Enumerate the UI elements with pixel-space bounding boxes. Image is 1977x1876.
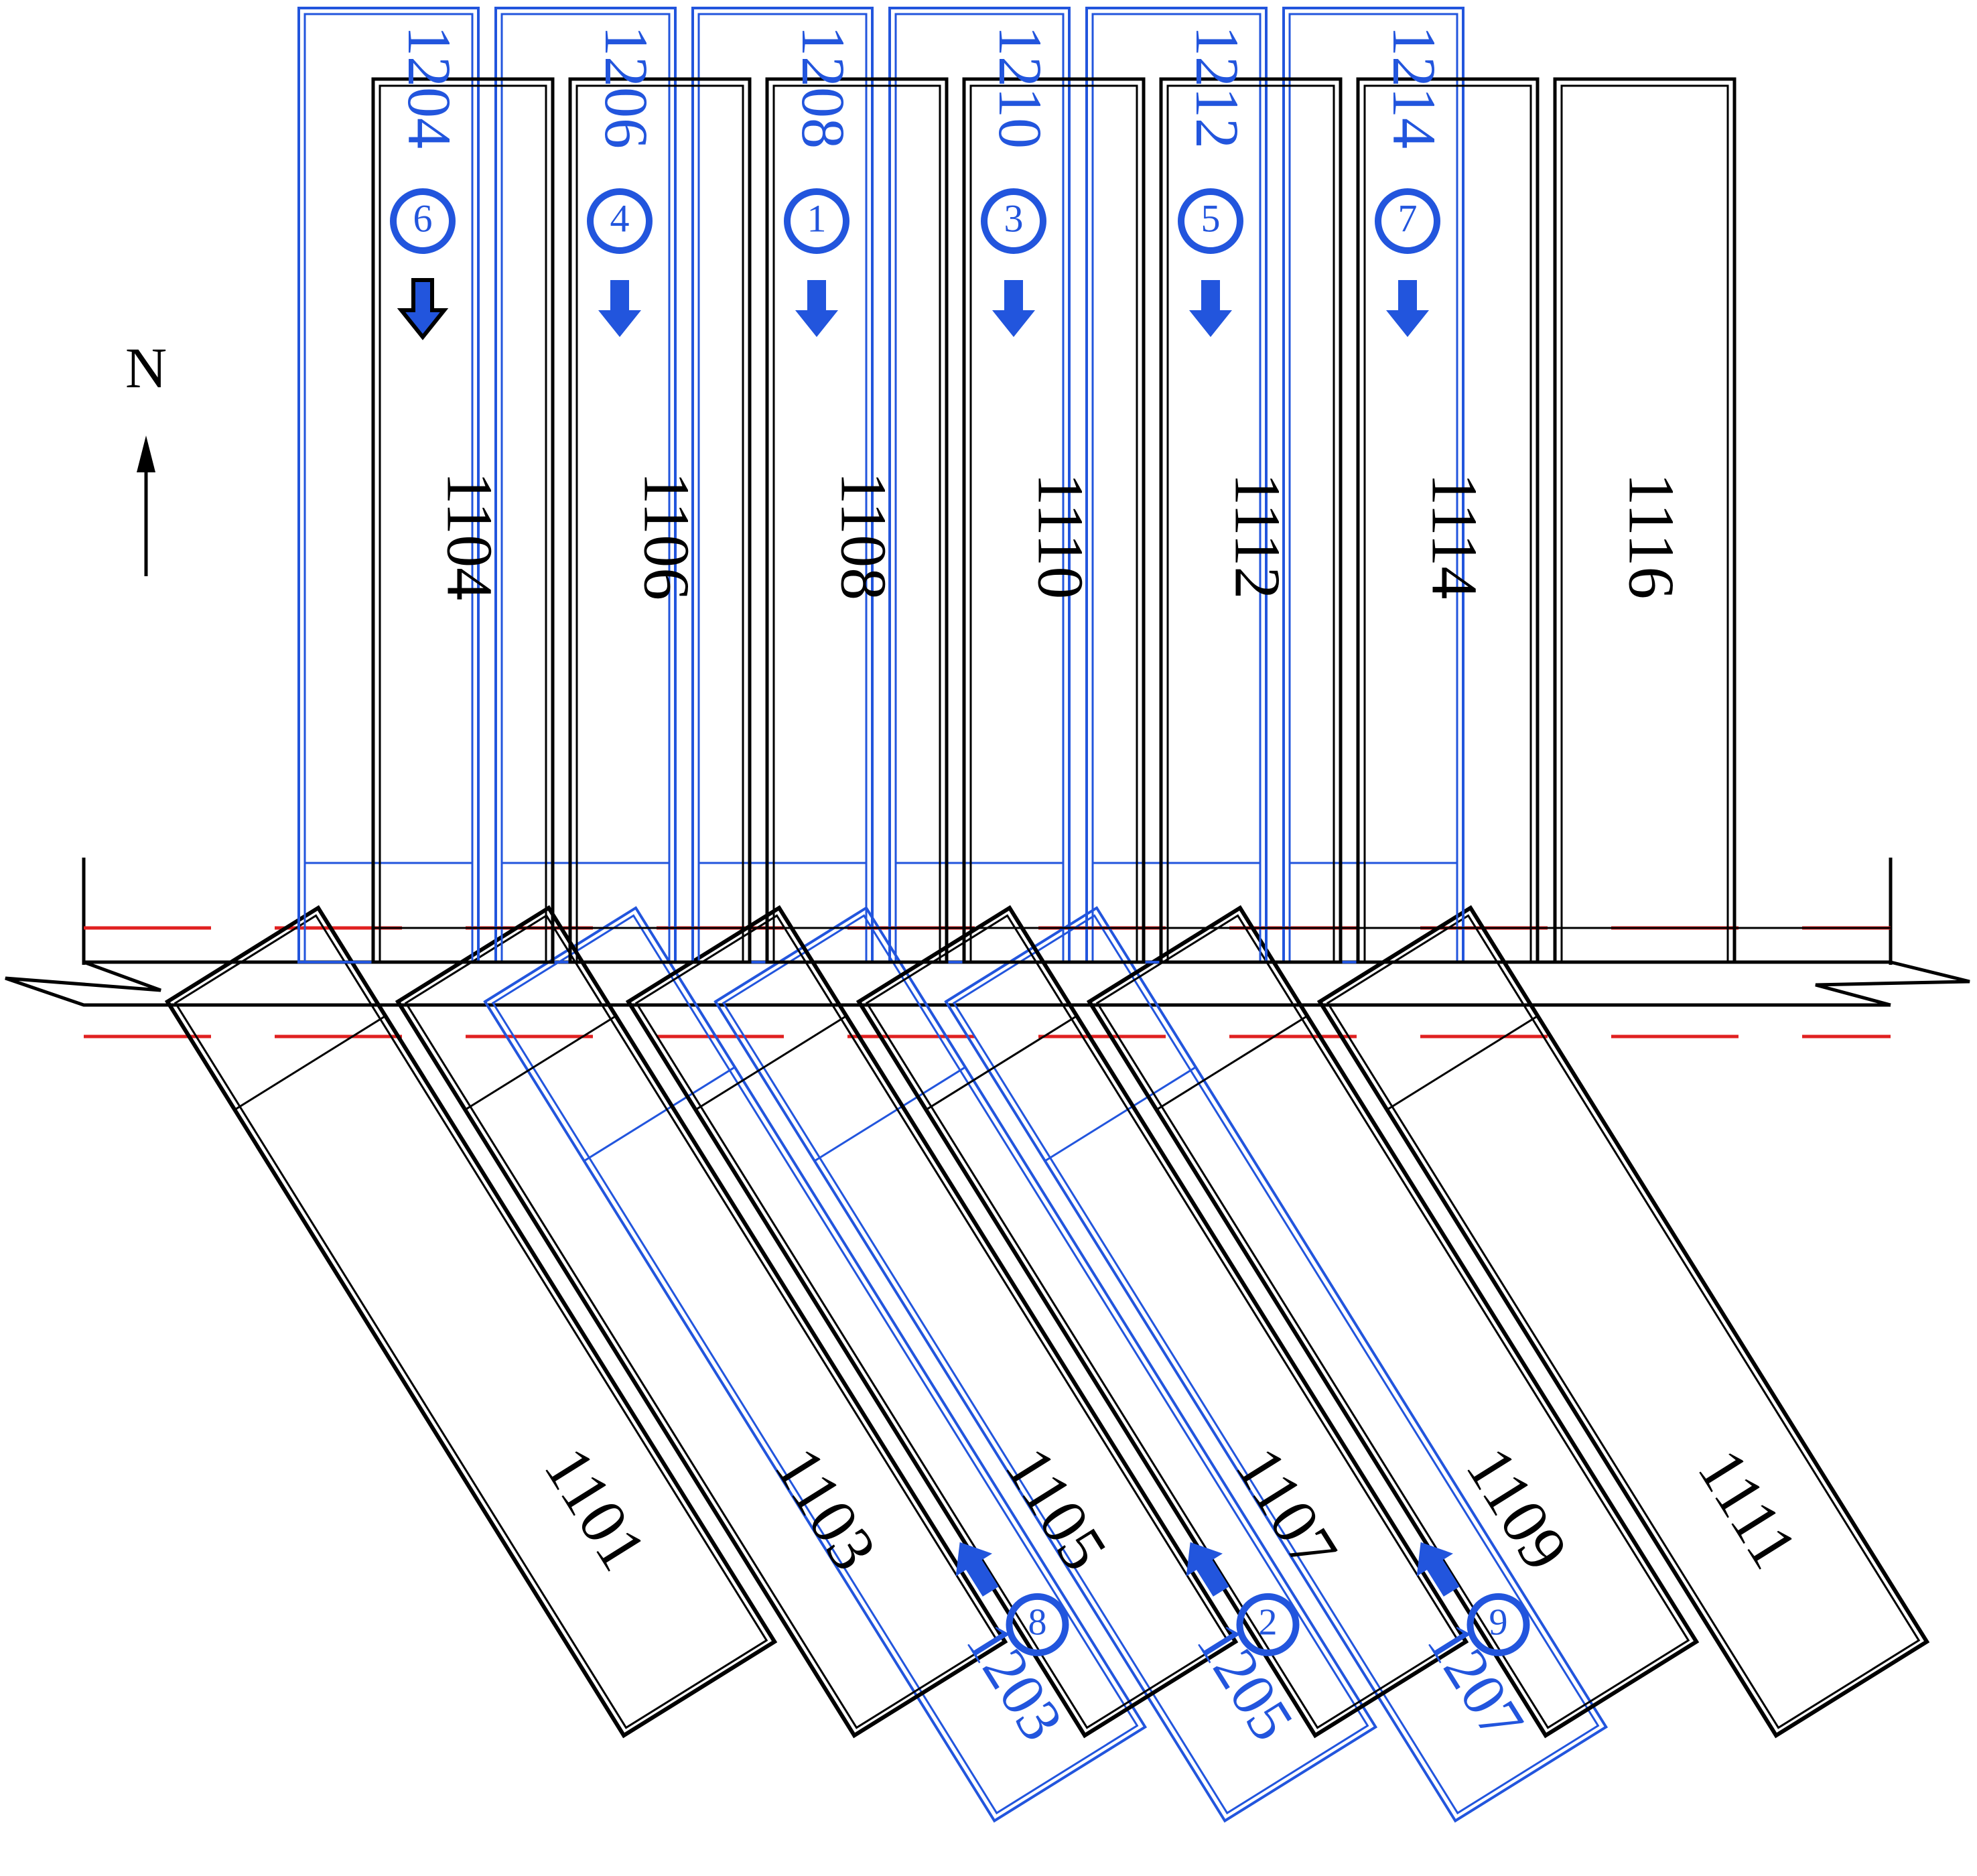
panel-id-label: 1104 (433, 472, 506, 600)
panel-stop-line (1156, 1015, 1308, 1111)
north-label: N (125, 336, 167, 400)
lower-panel-1205-outline (713, 906, 1378, 1823)
mining-direction-arrow-icon (1386, 280, 1429, 337)
north-arrow: N (125, 336, 167, 576)
sequence-circle-icon (390, 188, 456, 254)
panel-1103-outline (395, 904, 1008, 1739)
lower-panel-label: 1206 (592, 25, 661, 149)
panel-1103-inner-outline (404, 914, 999, 1729)
panel-1110-inner-outline (969, 84, 1138, 963)
lower-panel-1205-inner (722, 914, 1369, 1815)
panel-id-label: 1111 (1684, 1437, 1811, 1581)
lower-panel-1207-inner (952, 914, 1600, 1815)
lower-panel-stop-line (814, 1066, 966, 1162)
panel-id-label: 1106 (630, 472, 703, 600)
sequence-number: 1 (807, 196, 827, 240)
panel-1106-inner-outline (575, 84, 744, 963)
lower-seam-south-panels (483, 906, 1609, 1823)
mining-direction-arrow-icon (795, 280, 838, 337)
lower-panel-label: 1208 (789, 25, 858, 149)
panel-id-label: 1103 (760, 1435, 890, 1583)
panel-1109-inner-outline (1095, 914, 1690, 1729)
panel-1105-inner-outline (634, 914, 1229, 1729)
north-panel-labels: 1104 1204 6 1106 1206 4 1108 1208 1 1110 1210 3 1112… (390, 25, 1688, 600)
panel-stop-line (1386, 1015, 1539, 1111)
panel-id-label: 1110 (1024, 473, 1097, 600)
lower-panel-label: 1214 (1380, 25, 1448, 149)
sequence-circle-icon (784, 188, 849, 254)
panel-1112-inner-outline (1166, 84, 1335, 963)
panel-stop-line (925, 1015, 1078, 1111)
sequence-number: 3 (1004, 196, 1024, 240)
arrowhead-icon (137, 436, 155, 472)
sequence-circle-icon (1006, 1593, 1069, 1656)
panel-1107-outline (856, 904, 1469, 1739)
panel-1101-outline (164, 904, 778, 1739)
panel-1105-outline (625, 904, 1239, 1739)
panel-id-label: 1101 (530, 1435, 660, 1583)
sequence-number: 9 (1489, 1602, 1508, 1644)
mining-direction-arrow-icon (992, 280, 1035, 337)
lower-panel-stop-line (584, 1066, 736, 1162)
panel-1111-outline (1316, 904, 1930, 1739)
lower-panel-1203-outline (483, 906, 1148, 1823)
upper-seam-north-panels (371, 77, 1891, 964)
panel-stop-line (695, 1015, 847, 1111)
mining-direction-arrow-icon (598, 280, 641, 337)
panel-1114-inner-outline (1363, 84, 1532, 963)
sequence-number: 6 (413, 196, 433, 240)
panel-1101-inner-outline (174, 914, 768, 1729)
panel-id-label: 1112 (1221, 473, 1294, 600)
sequence-number: 5 (1201, 196, 1221, 240)
sequence-number: 8 (1028, 1602, 1047, 1644)
lower-panel-1207-outline (944, 906, 1609, 1823)
mining-direction-arrow-icon (1186, 1542, 1229, 1597)
sequence-circle-icon (587, 188, 653, 254)
panel-1104-inner-outline (379, 84, 547, 963)
sequence-circle-icon (1467, 1593, 1530, 1656)
sequence-circle-icon (1236, 1593, 1300, 1656)
panel-id-label: 1108 (827, 472, 900, 600)
panel-1107-inner-outline (865, 914, 1460, 1729)
lower-panel-label: 1210 (986, 25, 1054, 149)
panel-id-label: 1114 (1418, 473, 1491, 600)
panel-stop-line (234, 1015, 387, 1111)
lower-panel-1203-inner (491, 914, 1139, 1815)
panel-1116-inner-outline (1560, 84, 1729, 963)
lower-panel-label: 1204 (395, 25, 464, 149)
panel-1109-outline (1086, 904, 1700, 1739)
upper-seam-south-panels (164, 904, 1930, 1739)
mining-direction-arrow-icon (955, 1542, 999, 1597)
panel-stop-line (464, 1015, 617, 1111)
panel-id-label: 1116 (1615, 473, 1688, 600)
lower-panel-stop-line (1044, 1066, 1197, 1162)
mining-direction-arrow-icon (1189, 280, 1232, 337)
panel-1108-inner-outline (772, 84, 941, 963)
mining-direction-arrow-icon (1416, 1542, 1460, 1597)
sequence-number: 7 (1398, 196, 1418, 240)
sequence-number: 2 (1259, 1602, 1278, 1644)
sequence-circle-icon (1178, 188, 1243, 254)
lower-panel-label: 1212 (1183, 25, 1251, 149)
panel-1111-inner-outline (1326, 914, 1921, 1729)
sequence-circle-icon (981, 188, 1046, 254)
mining-direction-arrow-icon (397, 278, 449, 340)
sequence-number: 4 (610, 196, 630, 240)
sequence-circle-icon (1375, 188, 1440, 254)
